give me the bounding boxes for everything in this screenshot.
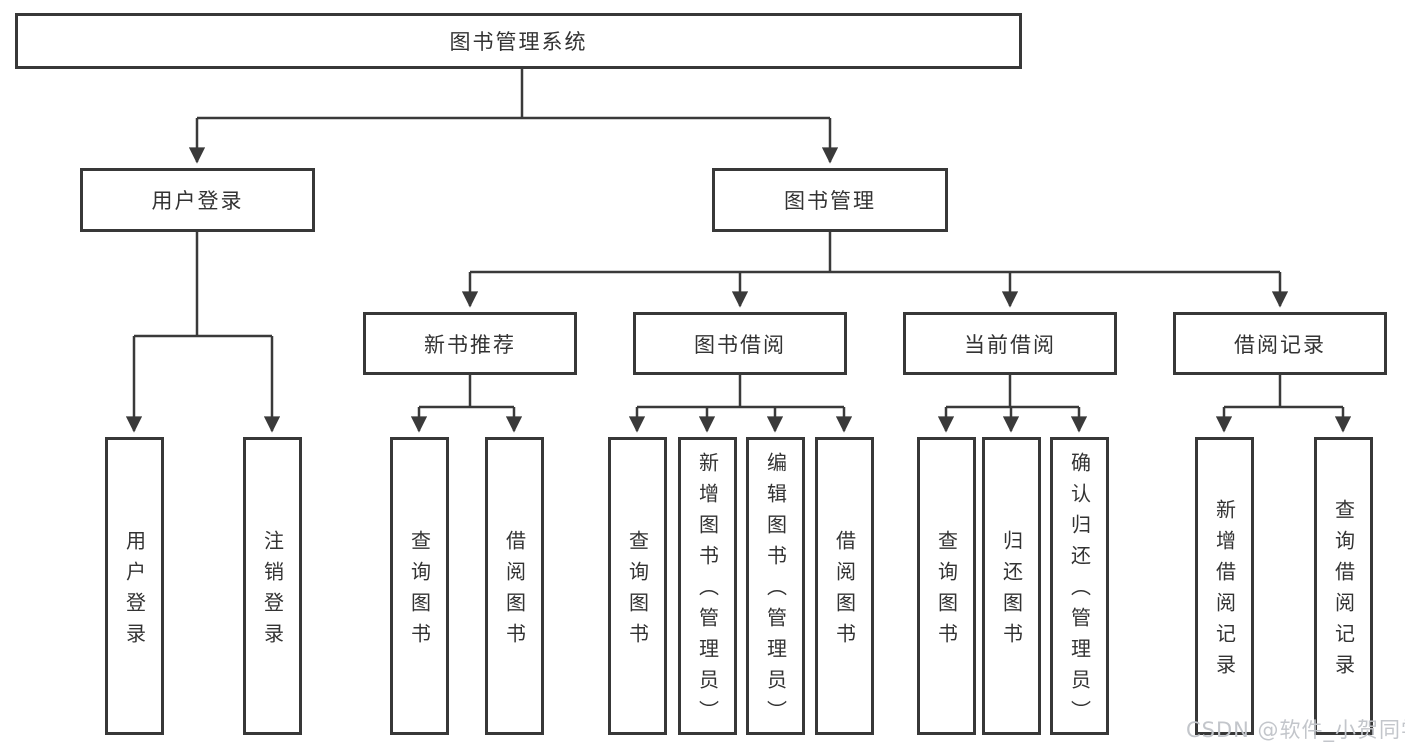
node-label: 新增借阅记录 — [1212, 498, 1237, 685]
node-label: 图书管理 — [784, 189, 876, 213]
node-label: 新增图书（管理员） — [695, 452, 720, 731]
node-book-borrowing: 图书借阅 — [633, 312, 847, 375]
node-edit-books-admin: 编辑图书（管理员） — [746, 437, 805, 735]
node-query-books-borrow: 查询图书 — [608, 437, 667, 735]
csdn-watermark: CSDN @软件_小贺同学 — [1186, 718, 1405, 742]
node-borrow-books-recommend: 借阅图书 — [485, 437, 544, 735]
node-add-borrow-record: 新增借阅记录 — [1195, 437, 1254, 735]
node-user-login: 用户登录 — [80, 168, 315, 232]
node-label: 确认归还（管理员） — [1067, 452, 1092, 731]
node-borrow-books: 借阅图书 — [815, 437, 874, 735]
node-query-books-recommend: 查询图书 — [390, 437, 449, 735]
node-label: 查询借阅记录 — [1331, 498, 1356, 685]
node-label: 借阅图书 — [502, 529, 527, 654]
node-label: 归还图书 — [999, 529, 1024, 654]
node-current-borrowing: 当前借阅 — [903, 312, 1117, 375]
node-logout: 注销登录 — [243, 437, 302, 735]
node-label: 查询图书 — [625, 529, 650, 654]
node-label: 用户登录 — [151, 189, 244, 213]
node-add-books-admin: 新增图书（管理员） — [678, 437, 737, 735]
node-label: 借阅图书 — [832, 529, 857, 654]
node-label: 注销登录 — [260, 529, 285, 654]
node-confirm-return-admin: 确认归还（管理员） — [1050, 437, 1109, 735]
node-label: 用户登录 — [122, 529, 147, 654]
node-query-books-current: 查询图书 — [917, 437, 976, 735]
node-label: 查询图书 — [934, 529, 959, 654]
node-library-system: 图书管理系统 — [15, 13, 1022, 69]
node-label: 借阅记录 — [1234, 332, 1326, 357]
node-label: 编辑图书（管理员） — [763, 452, 788, 731]
node-label: 图书管理系统 — [449, 30, 588, 54]
node-label: 当前借阅 — [964, 332, 1056, 357]
node-query-borrow-record: 查询借阅记录 — [1314, 437, 1373, 735]
node-label: 查询图书 — [407, 529, 432, 654]
node-label: 新书推荐 — [424, 332, 516, 357]
node-borrow-records: 借阅记录 — [1173, 312, 1387, 375]
node-login: 用户登录 — [105, 437, 164, 735]
node-book-management: 图书管理 — [712, 168, 948, 232]
node-return-books: 归还图书 — [982, 437, 1041, 735]
node-new-book-recommend: 新书推荐 — [363, 312, 577, 375]
node-label: 图书借阅 — [694, 332, 786, 357]
